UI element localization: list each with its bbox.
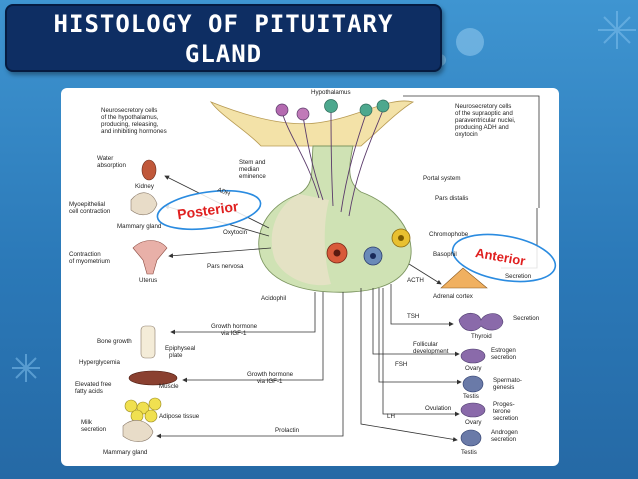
- diagram-svg: Posterior Anterior Hypothalamus Neurosec…: [69, 89, 557, 456]
- neurosecretory-neurons: [275, 99, 390, 217]
- label-hypothalamus: Hypothalamus: [311, 89, 351, 96]
- label-thyroid: Thyroid: [471, 333, 492, 340]
- muscle-icon: [128, 370, 178, 386]
- adipose-tissue-icon: [124, 397, 162, 423]
- label-ffa-1: Elevated free: [75, 381, 112, 388]
- label-sperm-2: genesis: [493, 384, 514, 391]
- label-oxytocin: Oxytocin: [223, 229, 248, 236]
- label-neuro-left-3: producing, releasing,: [101, 121, 159, 128]
- label-neuro-left-2: of the hypothalamus,: [101, 114, 159, 121]
- label-proges-2: terone: [493, 408, 511, 415]
- diagram-labels: Hypothalamus Neurosecretory cells of the…: [69, 89, 540, 456]
- label-bone-growth: Bone growth: [97, 338, 132, 345]
- label-uterus: Uterus: [139, 277, 157, 284]
- label-proges-1: Proges-: [493, 401, 515, 408]
- label-neuro-right-2: of the supraoptic and: [455, 110, 513, 117]
- thyroid-icon: [458, 312, 504, 332]
- adrenal-cortex-icon: [440, 267, 488, 289]
- label-ovulation: Ovulation: [425, 405, 452, 412]
- label-ovary2: Ovary: [465, 419, 482, 426]
- testis-2-icon: [460, 429, 482, 447]
- label-hyperglycemia: Hyperglycemia: [79, 359, 120, 366]
- label-myo-1: Myoepithelial: [69, 201, 105, 208]
- label-stem-2: median: [239, 166, 260, 173]
- label-water-1: Water: [97, 155, 113, 162]
- label-milk-1: Milk: [81, 419, 93, 426]
- label-contr-1: Contraction: [69, 251, 101, 258]
- label-proges-3: secretion: [493, 415, 519, 422]
- mammary-gland-icon: [130, 192, 158, 216]
- label-portal: Portal system: [423, 175, 460, 182]
- connector-lines: [156, 95, 540, 442]
- testis-1-icon: [462, 375, 484, 393]
- organ-icons: [122, 159, 504, 447]
- anterior-callout-ring: [451, 233, 557, 283]
- mammary-gland-2-icon: [122, 420, 154, 442]
- label-lh: LH: [387, 413, 395, 420]
- gland-cells: [326, 228, 411, 266]
- pituitary-diagram: Posterior Anterior Hypothalamus Neurosec…: [61, 88, 559, 466]
- title-line-1: HISTOLOGY OF PITUITARY: [53, 10, 394, 38]
- label-pars-nervosa: Pars nervosa: [207, 263, 244, 270]
- slide-title: HISTOLOGY OF PITUITARY GLAND: [5, 4, 442, 72]
- label-mammary: Mammary gland: [117, 223, 162, 230]
- label-estrogen-1: Estrogen: [491, 347, 516, 354]
- label-gh1-2: via IGF-1: [221, 330, 247, 337]
- label-gh2-2: via IGF-1: [257, 378, 283, 385]
- label-adipose: Adipose tissue: [159, 413, 200, 420]
- label-androgen-1: Androgen: [491, 429, 518, 436]
- label-stem-3: eminence: [239, 173, 266, 180]
- label-epiph-2: plate: [169, 352, 183, 359]
- label-chromophobe: Chromophobe: [429, 231, 469, 238]
- label-sperm-1: Spermato-: [493, 377, 522, 384]
- label-follicular-2: development: [413, 348, 449, 355]
- label-stem-1: Stem and: [239, 159, 266, 166]
- label-epiph-1: Epiphyseal: [165, 345, 195, 352]
- label-muscle: Muscle: [159, 383, 179, 390]
- label-androgen-2: secretion: [491, 436, 517, 443]
- uterus-icon: [132, 240, 168, 275]
- label-mammary2: Mammary gland: [103, 449, 148, 456]
- label-testis1: Testis: [463, 393, 479, 400]
- label-fsh: FSH: [395, 361, 407, 368]
- label-neuro-right-4: producing ADH and: [455, 124, 509, 131]
- label-ffa-2: fatty acids: [75, 388, 103, 395]
- label-prolactin: Prolactin: [275, 427, 300, 434]
- label-milk-2: secretion: [81, 426, 107, 433]
- label-acth: ACTH: [407, 277, 424, 284]
- label-tsh: TSH: [407, 313, 419, 320]
- label-estrogen-2: secretion: [491, 354, 517, 361]
- label-adrenal: Adrenal cortex: [433, 293, 474, 300]
- label-gh1-1: Growth hormone: [211, 323, 258, 330]
- label-follicular-1: Follicular: [413, 341, 438, 348]
- label-pars-distalis: Pars distalis: [435, 195, 468, 202]
- label-neuro-right-3: paraventricular nuclei,: [455, 117, 516, 124]
- label-kidney: Kidney: [135, 183, 155, 190]
- label-myo-2: cell contraction: [69, 208, 111, 215]
- label-gh2-1: Growth hormone: [247, 371, 294, 378]
- title-line-2: GLAND: [184, 40, 263, 68]
- ovary-1-icon: [460, 348, 486, 364]
- kidney-icon: [141, 159, 157, 181]
- ovary-2-icon: [460, 402, 486, 418]
- label-contr-2: of myometrium: [69, 258, 110, 265]
- label-neuro-left-1: Neurosecretory cells: [101, 107, 157, 114]
- bone-icon: [140, 325, 156, 359]
- label-acidophil: Acidophil: [261, 295, 286, 302]
- label-neuro-right-1: Neurosecretory cells: [455, 103, 511, 110]
- posterior-callout-ring: [156, 189, 262, 231]
- label-ovary1: Ovary: [465, 365, 482, 372]
- label-adh: ADH: [216, 186, 231, 197]
- label-neuro-right-5: oxytocin: [455, 131, 478, 138]
- label-basophil: Basophil: [433, 251, 457, 258]
- pars-nervosa-region: [271, 194, 331, 286]
- label-neuro-left-4: and inhibiting hormones: [101, 128, 167, 135]
- label-testis2: Testis: [461, 449, 477, 456]
- label-water-2: absorption: [97, 162, 126, 169]
- label-secretion: Secretion: [505, 273, 532, 280]
- label-secretion2: Secretion: [513, 315, 540, 322]
